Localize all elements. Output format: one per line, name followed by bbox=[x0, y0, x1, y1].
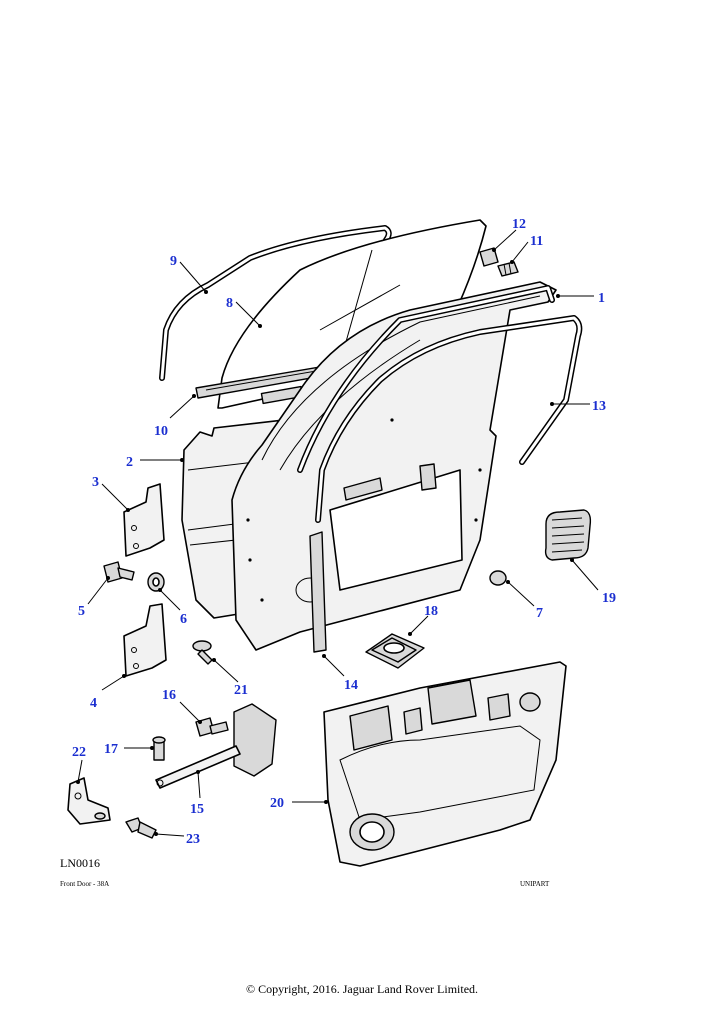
part-20-door-trim-panel bbox=[323, 661, 567, 867]
copyright-notice: © Copyright, 2016. Jaguar Land Rover Lim… bbox=[245, 982, 479, 996]
callout-14: 14 bbox=[344, 678, 358, 693]
callout-12: 12 bbox=[512, 217, 526, 232]
part-18-grommet bbox=[365, 633, 425, 669]
callout-13: 13 bbox=[592, 399, 606, 414]
part-17-stud bbox=[152, 736, 166, 761]
callout-1: 1 bbox=[598, 291, 605, 306]
callout-2: 2 bbox=[126, 455, 133, 470]
callout-3: 3 bbox=[92, 475, 99, 490]
part-23-bolt bbox=[125, 817, 157, 839]
diagram-footer-label: Front Door - 38A bbox=[60, 880, 110, 888]
callout-9: 9 bbox=[170, 254, 177, 269]
callout-15: 15 bbox=[190, 802, 204, 817]
callout-6: 6 bbox=[180, 612, 187, 627]
callout-5: 5 bbox=[78, 604, 85, 619]
callout-23: 23 bbox=[186, 832, 200, 847]
part-22-bracket bbox=[67, 777, 111, 825]
callout-20: 20 bbox=[270, 796, 284, 811]
callout-16: 16 bbox=[162, 688, 176, 703]
diagram-reference-code: LN0016 bbox=[60, 856, 100, 870]
callout-22: 22 bbox=[72, 745, 86, 760]
diagram-footer-brand: UNIPART bbox=[520, 880, 550, 888]
part-6-bush bbox=[147, 572, 165, 592]
callout-18: 18 bbox=[424, 604, 438, 619]
part-14-vertical-seal bbox=[309, 531, 327, 653]
part-19-speaker-grille bbox=[544, 509, 592, 561]
callout-7: 7 bbox=[536, 606, 543, 621]
part-13-inner-seal bbox=[297, 285, 583, 523]
callout-11: 11 bbox=[530, 234, 543, 249]
part-3-upper-hinge bbox=[123, 483, 165, 557]
part-11-screw bbox=[497, 261, 519, 277]
part-9-glass-channel bbox=[159, 225, 392, 381]
callout-4: 4 bbox=[90, 696, 97, 711]
part-21-fastener bbox=[192, 640, 213, 665]
callout-21: 21 bbox=[234, 683, 248, 698]
callout-10: 10 bbox=[154, 424, 168, 439]
callout-8: 8 bbox=[226, 296, 233, 311]
callout-19: 19 bbox=[602, 591, 616, 606]
part-7-bumper bbox=[489, 570, 507, 586]
callouts: 1 2 3 4 5 6 7 8 9 10 11 12 13 14 15 16 1… bbox=[72, 217, 616, 847]
leader-lines bbox=[76, 229, 599, 837]
part-12-clip bbox=[479, 247, 499, 267]
part-4-lower-hinge bbox=[123, 603, 167, 677]
callout-17: 17 bbox=[104, 742, 118, 757]
part-15-check-arm bbox=[155, 703, 277, 789]
